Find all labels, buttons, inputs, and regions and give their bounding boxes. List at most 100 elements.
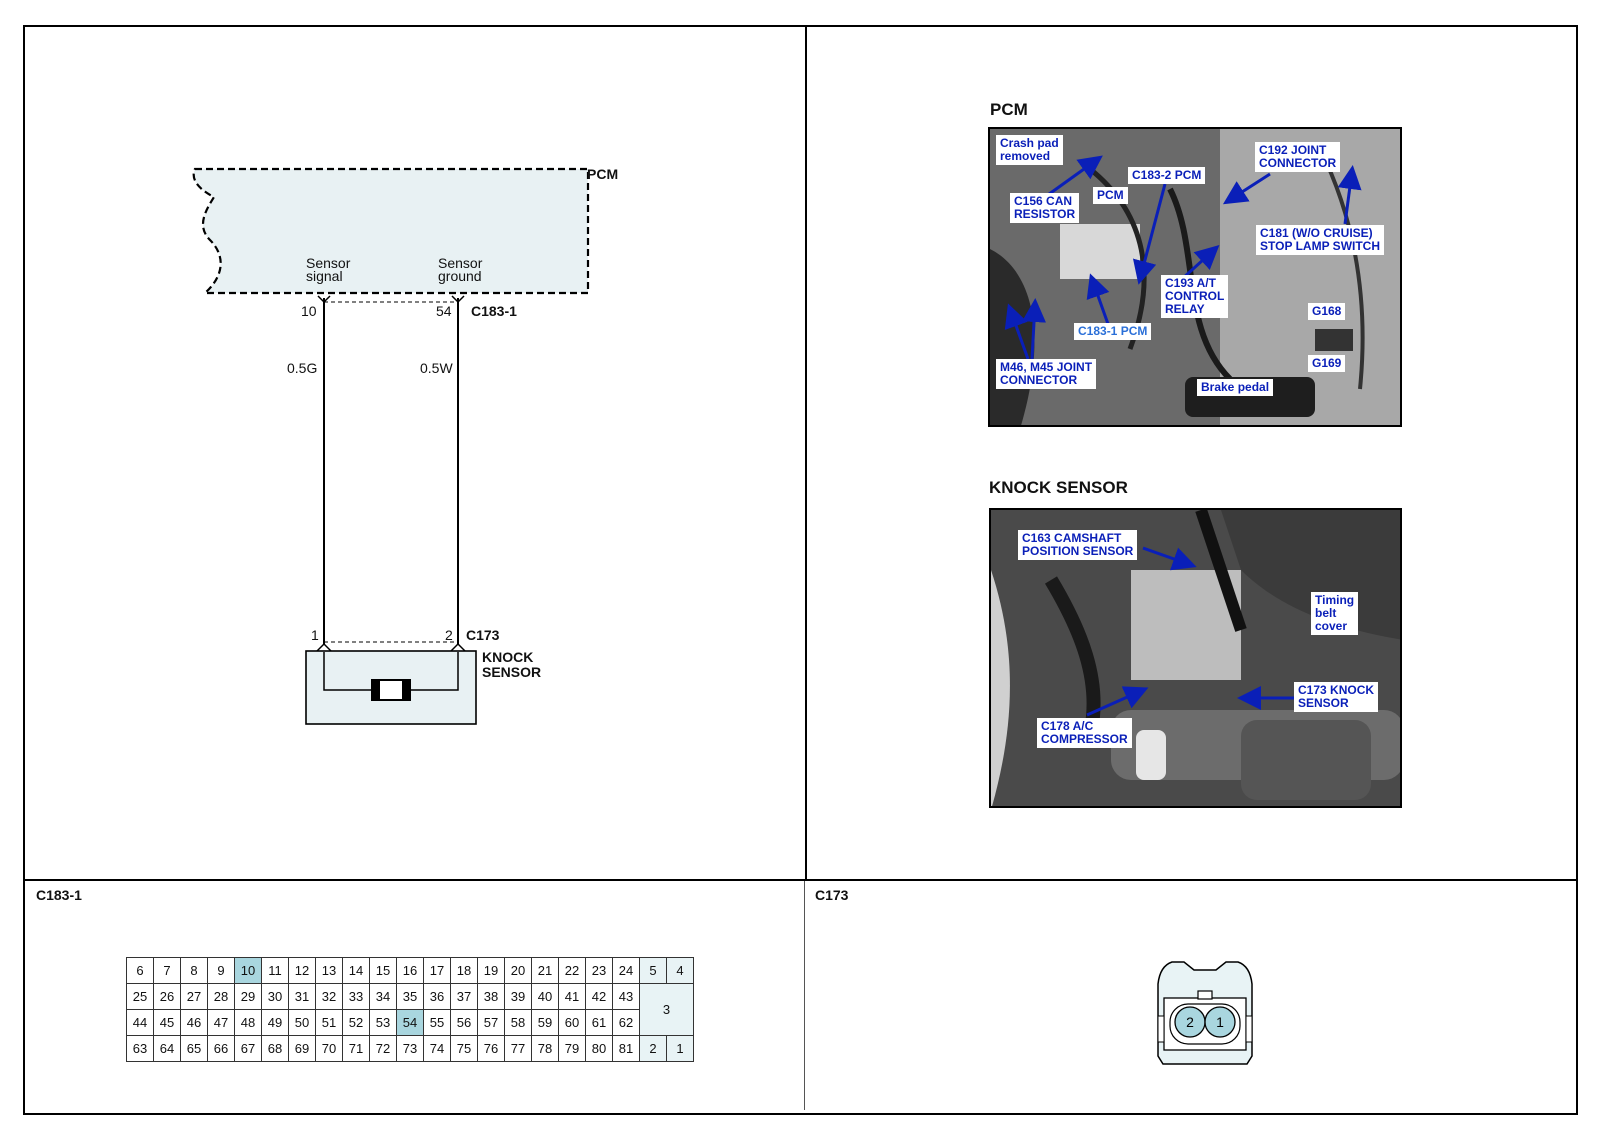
pin-cell: 79 bbox=[558, 1035, 586, 1062]
c173-pin-1 bbox=[1204, 1006, 1236, 1038]
pin-cell: 53 bbox=[369, 1009, 397, 1036]
pin-cell: 33 bbox=[342, 983, 370, 1010]
page-frame bbox=[23, 25, 1578, 1115]
pin-cell: 4 bbox=[666, 957, 694, 984]
c173-section-label: C173 bbox=[815, 887, 849, 903]
c183-section-label: C183-1 bbox=[36, 887, 82, 903]
pin-cell: 28 bbox=[207, 983, 235, 1010]
pin-cell: 58 bbox=[504, 1009, 532, 1036]
pin-cell: 69 bbox=[288, 1035, 316, 1062]
callout-c183-2: C183-2 PCM bbox=[1128, 167, 1206, 184]
callout-pcm: PCM bbox=[1093, 187, 1128, 204]
callout-timing-belt: Timing belt cover bbox=[1311, 592, 1359, 635]
pin-cell: 10 bbox=[234, 957, 262, 984]
callout-c163: C163 CAMSHAFT POSITION SENSOR bbox=[1018, 530, 1138, 560]
callout-g168: G168 bbox=[1308, 303, 1346, 320]
pin-cell: 75 bbox=[450, 1035, 478, 1062]
sensor-signal-label: Sensor signal bbox=[306, 255, 351, 284]
callout-g169: G169 bbox=[1308, 355, 1346, 372]
pin-cell: 29 bbox=[234, 983, 262, 1010]
pin-cell: 54 bbox=[396, 1009, 424, 1036]
sensor-ground-label: Sensor ground bbox=[438, 255, 483, 284]
pin-cell: 37 bbox=[450, 983, 478, 1010]
signal-wire-label: 0.5G bbox=[287, 360, 318, 376]
pin-cell: 35 bbox=[396, 983, 424, 1010]
pcm-photo-title: PCM bbox=[990, 100, 1028, 119]
pin-cell: 80 bbox=[585, 1035, 613, 1062]
pin-cell: 14 bbox=[342, 957, 370, 984]
pin-cell: 31 bbox=[288, 983, 316, 1010]
pin-cell: 12 bbox=[288, 957, 316, 984]
pin-cell: 42 bbox=[585, 983, 613, 1010]
pin-cell: 72 bbox=[369, 1035, 397, 1062]
knock-sensor-location-photo: C163 CAMSHAFT POSITION SENSOR Timing bel… bbox=[989, 508, 1402, 808]
pin-ground-number: 54 bbox=[436, 303, 452, 319]
knock-sensor-label: KNOCK SENSOR bbox=[482, 649, 542, 680]
pin-cell: 59 bbox=[531, 1009, 559, 1036]
pin-cell: 6 bbox=[126, 957, 154, 984]
pin-cell: 73 bbox=[396, 1035, 424, 1062]
pin-cell: 77 bbox=[504, 1035, 532, 1062]
pin-cell: 65 bbox=[180, 1035, 208, 1062]
callout-c156: C156 CAN RESISTOR bbox=[1010, 193, 1080, 223]
pin-cell: 40 bbox=[531, 983, 559, 1010]
pcm-label: PCM bbox=[587, 166, 619, 182]
pin-cell: 3 bbox=[639, 983, 694, 1036]
pin-cell: 5 bbox=[639, 957, 667, 984]
pin-cell: 46 bbox=[180, 1009, 208, 1036]
pin-cell: 32 bbox=[315, 983, 343, 1010]
pin-cell: 36 bbox=[423, 983, 451, 1010]
pin-cell: 2 bbox=[639, 1035, 667, 1062]
pin-cell: 55 bbox=[423, 1009, 451, 1036]
callout-crash-pad: Crash pad removed bbox=[996, 135, 1063, 165]
pin-cell: 26 bbox=[153, 983, 181, 1010]
pin-cell: 13 bbox=[315, 957, 343, 984]
pin-cell: 17 bbox=[423, 957, 451, 984]
pcm-location-photo: Crash pad removed C192 JOINT CONNECTOR C… bbox=[988, 127, 1402, 427]
pin-cell: 27 bbox=[180, 983, 208, 1010]
pin-cell: 68 bbox=[261, 1035, 289, 1062]
pin-cell: 15 bbox=[369, 957, 397, 984]
callout-c178: C178 A/C COMPRESSOR bbox=[1037, 718, 1132, 748]
pin-cell: 44 bbox=[126, 1009, 154, 1036]
pin-cell: 16 bbox=[396, 957, 424, 984]
pin-cell: 63 bbox=[126, 1035, 154, 1062]
vertical-divider bbox=[805, 25, 807, 880]
pin-cell: 8 bbox=[180, 957, 208, 984]
pin-cell: 70 bbox=[315, 1035, 343, 1062]
pin-cell: 60 bbox=[558, 1009, 586, 1036]
pcm-box bbox=[192, 167, 590, 295]
pin-cell: 30 bbox=[261, 983, 289, 1010]
pin-cell: 38 bbox=[477, 983, 505, 1010]
pin-cell: 7 bbox=[153, 957, 181, 984]
pin-cell: 21 bbox=[531, 957, 559, 984]
sensor-connector-label: C173 bbox=[466, 627, 500, 643]
pin-cell: 56 bbox=[450, 1009, 478, 1036]
sensor-pin1-number: 1 bbox=[311, 627, 319, 643]
knock-sensor-schematic bbox=[192, 167, 590, 725]
callout-c193: C193 A/T CONTROL RELAY bbox=[1161, 275, 1229, 318]
pin-cell: 66 bbox=[207, 1035, 235, 1062]
pin-cell: 22 bbox=[558, 957, 586, 984]
pin-cell: 1 bbox=[666, 1035, 694, 1062]
pin-cell: 81 bbox=[612, 1035, 640, 1062]
pin-cell: 57 bbox=[477, 1009, 505, 1036]
pin-cell: 18 bbox=[450, 957, 478, 984]
c173-pin-1-label: 1 bbox=[1216, 1014, 1224, 1030]
pin-cell: 25 bbox=[126, 983, 154, 1010]
pin-signal-number: 10 bbox=[301, 303, 317, 319]
pin-cell: 19 bbox=[477, 957, 505, 984]
pin-cell: 48 bbox=[234, 1009, 262, 1036]
pin-cell: 51 bbox=[315, 1009, 343, 1036]
pcm-connector-label: C183-1 bbox=[471, 303, 517, 319]
callout-c183-1: C183-1 PCM bbox=[1074, 323, 1152, 340]
pin-cell: 24 bbox=[612, 957, 640, 984]
pin-cell: 34 bbox=[369, 983, 397, 1010]
pin-cell: 62 bbox=[612, 1009, 640, 1036]
pin-cell: 71 bbox=[342, 1035, 370, 1062]
pin-cell: 67 bbox=[234, 1035, 262, 1062]
